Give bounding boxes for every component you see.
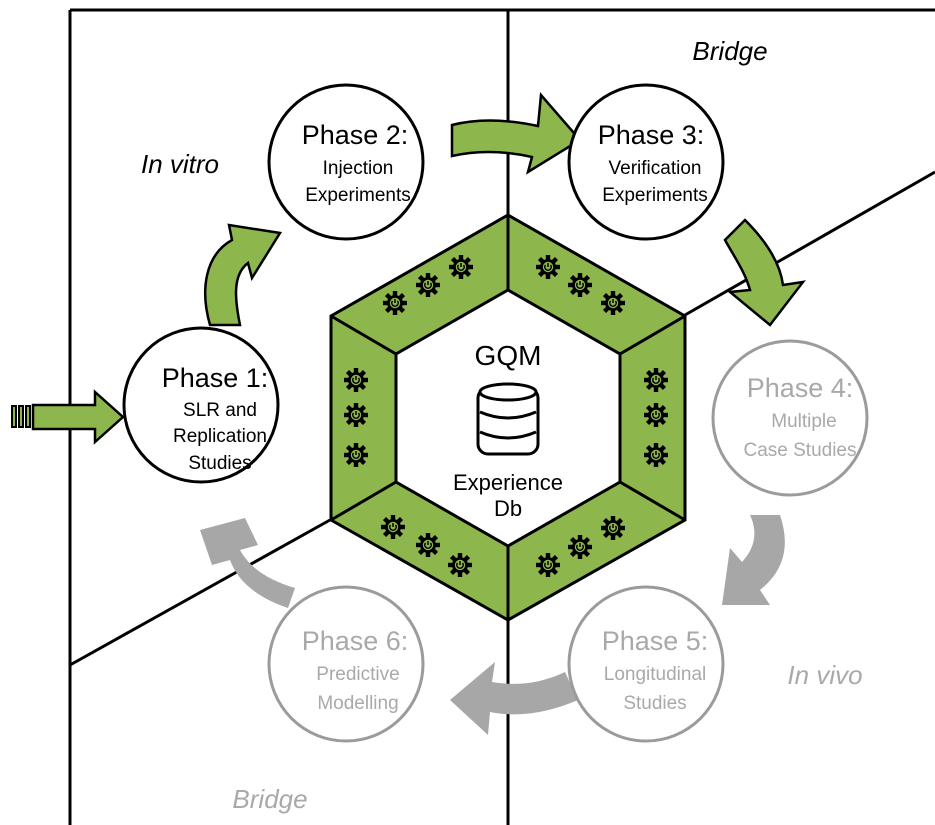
diagonal-divider-upper (684, 170, 935, 317)
phase-5-line2: Studies (623, 693, 686, 714)
gear-icon (643, 442, 669, 468)
arrow-phase3-to-phase4 (723, 218, 806, 327)
phase-4-line1: Multiple (771, 411, 836, 432)
gear-icon (643, 402, 669, 428)
experience-db-label-line1: Experience (453, 470, 563, 495)
database-icon (476, 382, 540, 456)
phase-1-line3: Studies (188, 453, 251, 474)
gear-icon (447, 552, 473, 578)
phase-5-line1: Longitudinal (604, 664, 706, 685)
region-label-in-vitro: In vitro (141, 149, 219, 179)
gear-icon (600, 290, 626, 316)
phase-1-node: Phase 1: SLR and Replication Studies (122, 326, 280, 484)
phase-4-node: Phase 4: Multiple Case Studies (711, 339, 869, 497)
phase-3-title: Phase 3: (598, 120, 705, 150)
phase-2-line1: Injection (323, 158, 394, 179)
arrow-phase6-to-phase1 (200, 518, 295, 608)
gear-icon (343, 402, 369, 428)
region-label-in-vivo: In vivo (787, 660, 862, 690)
phase-3-line1: Verification (609, 158, 702, 179)
gear-icon (343, 442, 369, 468)
gear-icon (343, 367, 369, 393)
gear-icon (600, 515, 626, 541)
phase-1-title: Phase 1: (162, 363, 269, 393)
gear-icon (535, 254, 561, 280)
arrow-phase1-to-phase2 (204, 223, 283, 327)
gqm-title: GQM (475, 340, 542, 371)
phase-3-line2: Experiments (602, 185, 708, 206)
arrow-phase5-to-phase6 (450, 662, 578, 735)
phase-5-title: Phase 5: (602, 626, 709, 656)
phase-5-node: Phase 5: Longitudinal Studies (567, 585, 725, 743)
experience-db-label-line2: Db (494, 496, 522, 521)
arrow-phase2-to-phase3 (450, 91, 582, 175)
phase-2-title: Phase 2: (302, 120, 409, 150)
gear-icon (448, 254, 474, 280)
arrow-phase4-to-phase5 (722, 515, 785, 605)
phase-1-line1: SLR and (183, 400, 257, 421)
region-label-bridge-bottom: Bridge (232, 784, 307, 814)
gear-icon (643, 367, 669, 393)
phase-2-line2: Experiments (305, 185, 411, 206)
gear-icon (382, 290, 408, 316)
phase-6-title: Phase 6: (302, 626, 409, 656)
phase-6-line2: Modelling (317, 693, 398, 714)
gqm-hexagon: GQM Experience Db (329, 213, 687, 622)
phase-6-line1: Predictive (316, 664, 399, 685)
diagonal-divider-lower (69, 518, 331, 667)
phase-6-node: Phase 6: Predictive Modelling (267, 585, 425, 743)
phase-4-line2: Case Studies (743, 440, 856, 461)
gear-icon (567, 534, 593, 560)
phase-1-line2: Replication (173, 426, 267, 447)
gear-icon (415, 532, 441, 558)
gear-icon (535, 552, 561, 578)
region-lines (68, 8, 935, 825)
phase-2-node: Phase 2: Injection Experiments (267, 83, 425, 241)
region-label-bridge-top: Bridge (692, 36, 767, 66)
gear-icon (415, 272, 441, 298)
phase-4-title: Phase 4: (747, 373, 854, 403)
phase-3-node: Phase 3: Verification Experiments (567, 83, 725, 241)
gear-icon (567, 272, 593, 298)
entry-arrow (11, 389, 125, 445)
gear-icon (380, 514, 406, 540)
